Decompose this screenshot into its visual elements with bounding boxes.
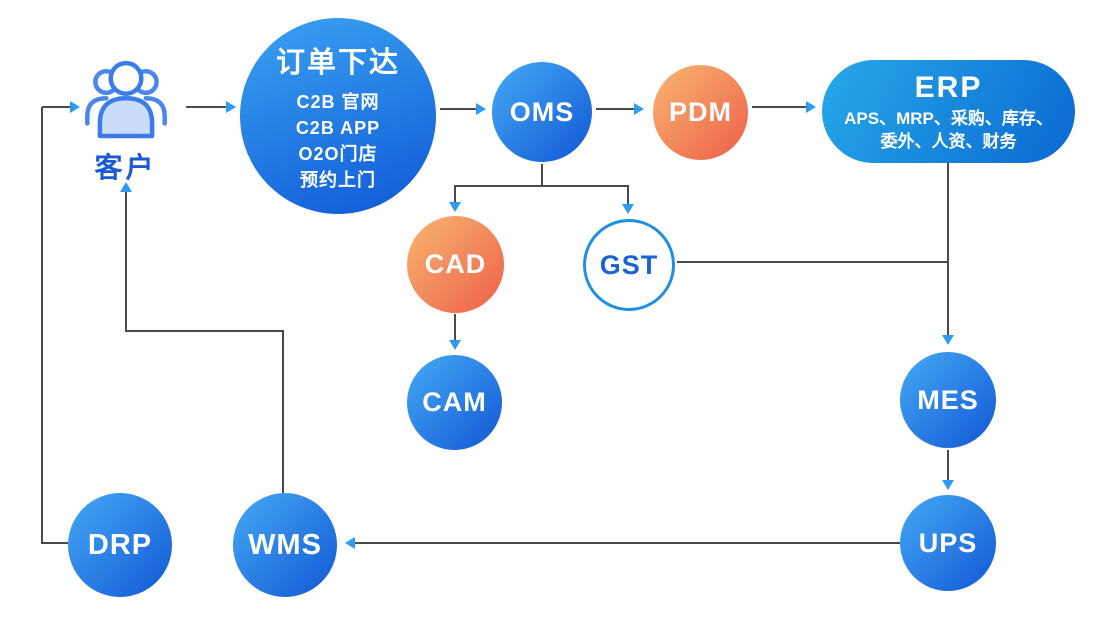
- node-erp: ERP APS、MRP、采购、库存、 委外、人资、财务: [822, 60, 1075, 163]
- mes-label: MES: [917, 384, 979, 415]
- connector-branch-cad: [454, 186, 456, 202]
- connector-wms-up: [282, 331, 284, 493]
- arrowhead-cad-cam: [449, 340, 461, 350]
- node-ups: UPS: [900, 495, 996, 591]
- connector-oms-branch-stem: [541, 164, 543, 186]
- connector-oms-pdm: [596, 108, 634, 110]
- arrowhead-oms-pdm: [634, 103, 644, 115]
- connector-drp-out: [42, 542, 68, 544]
- arrowhead-branch-cad: [449, 202, 461, 212]
- connector-customer-order: [186, 106, 226, 108]
- arrowhead-customer-order: [226, 101, 236, 113]
- pdm-label: PDM: [669, 97, 732, 127]
- connector-erp-mes: [947, 163, 949, 335]
- order-channel-3: O2O门店: [298, 144, 378, 164]
- connector-ups-wms: [355, 542, 900, 544]
- node-wms: WMS: [233, 493, 337, 597]
- ups-label: UPS: [918, 527, 978, 558]
- node-gst: GST: [583, 219, 675, 311]
- arrowhead-branch-gst: [622, 204, 634, 214]
- connector-drp-up: [41, 107, 43, 544]
- connector-pdm-erp: [752, 106, 806, 108]
- order-channel-4: 预约上门: [300, 170, 376, 190]
- connector-gst-mesline: [677, 261, 949, 263]
- cam-label: CAM: [422, 387, 487, 417]
- wms-label: WMS: [248, 528, 322, 561]
- arrowhead-erp-mes: [942, 335, 954, 345]
- node-oms: OMS: [492, 62, 592, 162]
- gst-label: GST: [599, 249, 659, 280]
- node-mes: MES: [900, 352, 996, 448]
- customer-group-icon: [84, 60, 167, 139]
- connector-mes-ups: [947, 450, 949, 480]
- connector-cad-cam: [454, 314, 456, 340]
- connector-branch-gst: [627, 186, 629, 204]
- drp-label: DRP: [87, 528, 153, 561]
- arrowhead-order-oms: [476, 103, 486, 115]
- erp-subtitle-line2: 委外、人资、财务: [880, 131, 1017, 151]
- node-pdm: PDM: [653, 65, 748, 160]
- connector-wms-left: [126, 330, 284, 332]
- order-channel-1: C2B 官网: [296, 92, 380, 112]
- arrowhead-ups-wms: [345, 537, 355, 549]
- connector-oms-branch-bar: [454, 185, 629, 187]
- erp-subtitle-line1: APS、MRP、采购、库存、: [844, 108, 1053, 128]
- customer-label: 客户: [94, 152, 157, 183]
- node-drp: DRP: [68, 493, 172, 597]
- arrowhead-wms-customer: [120, 182, 132, 192]
- node-cad: CAD: [407, 216, 504, 313]
- order-title: 订单下达: [275, 47, 400, 79]
- node-cam: CAM: [407, 355, 502, 450]
- order-channel-2: C2B APP: [295, 118, 381, 138]
- connector-order-oms: [440, 108, 476, 110]
- node-order-circle: 订单下达 C2B 官网 C2B APP O2O门店 预约上门: [240, 18, 436, 214]
- cad-label: CAD: [424, 249, 487, 279]
- node-customer: 客户: [78, 56, 173, 186]
- oms-label: OMS: [509, 96, 575, 127]
- erp-title: ERP: [914, 70, 983, 104]
- connector-drp-customer: [42, 106, 70, 108]
- arrowhead-drp-customer: [70, 101, 80, 113]
- arrowhead-pdm-erp: [806, 101, 816, 113]
- connector-wms-customer: [125, 192, 127, 332]
- arrowhead-mes-ups: [942, 480, 954, 490]
